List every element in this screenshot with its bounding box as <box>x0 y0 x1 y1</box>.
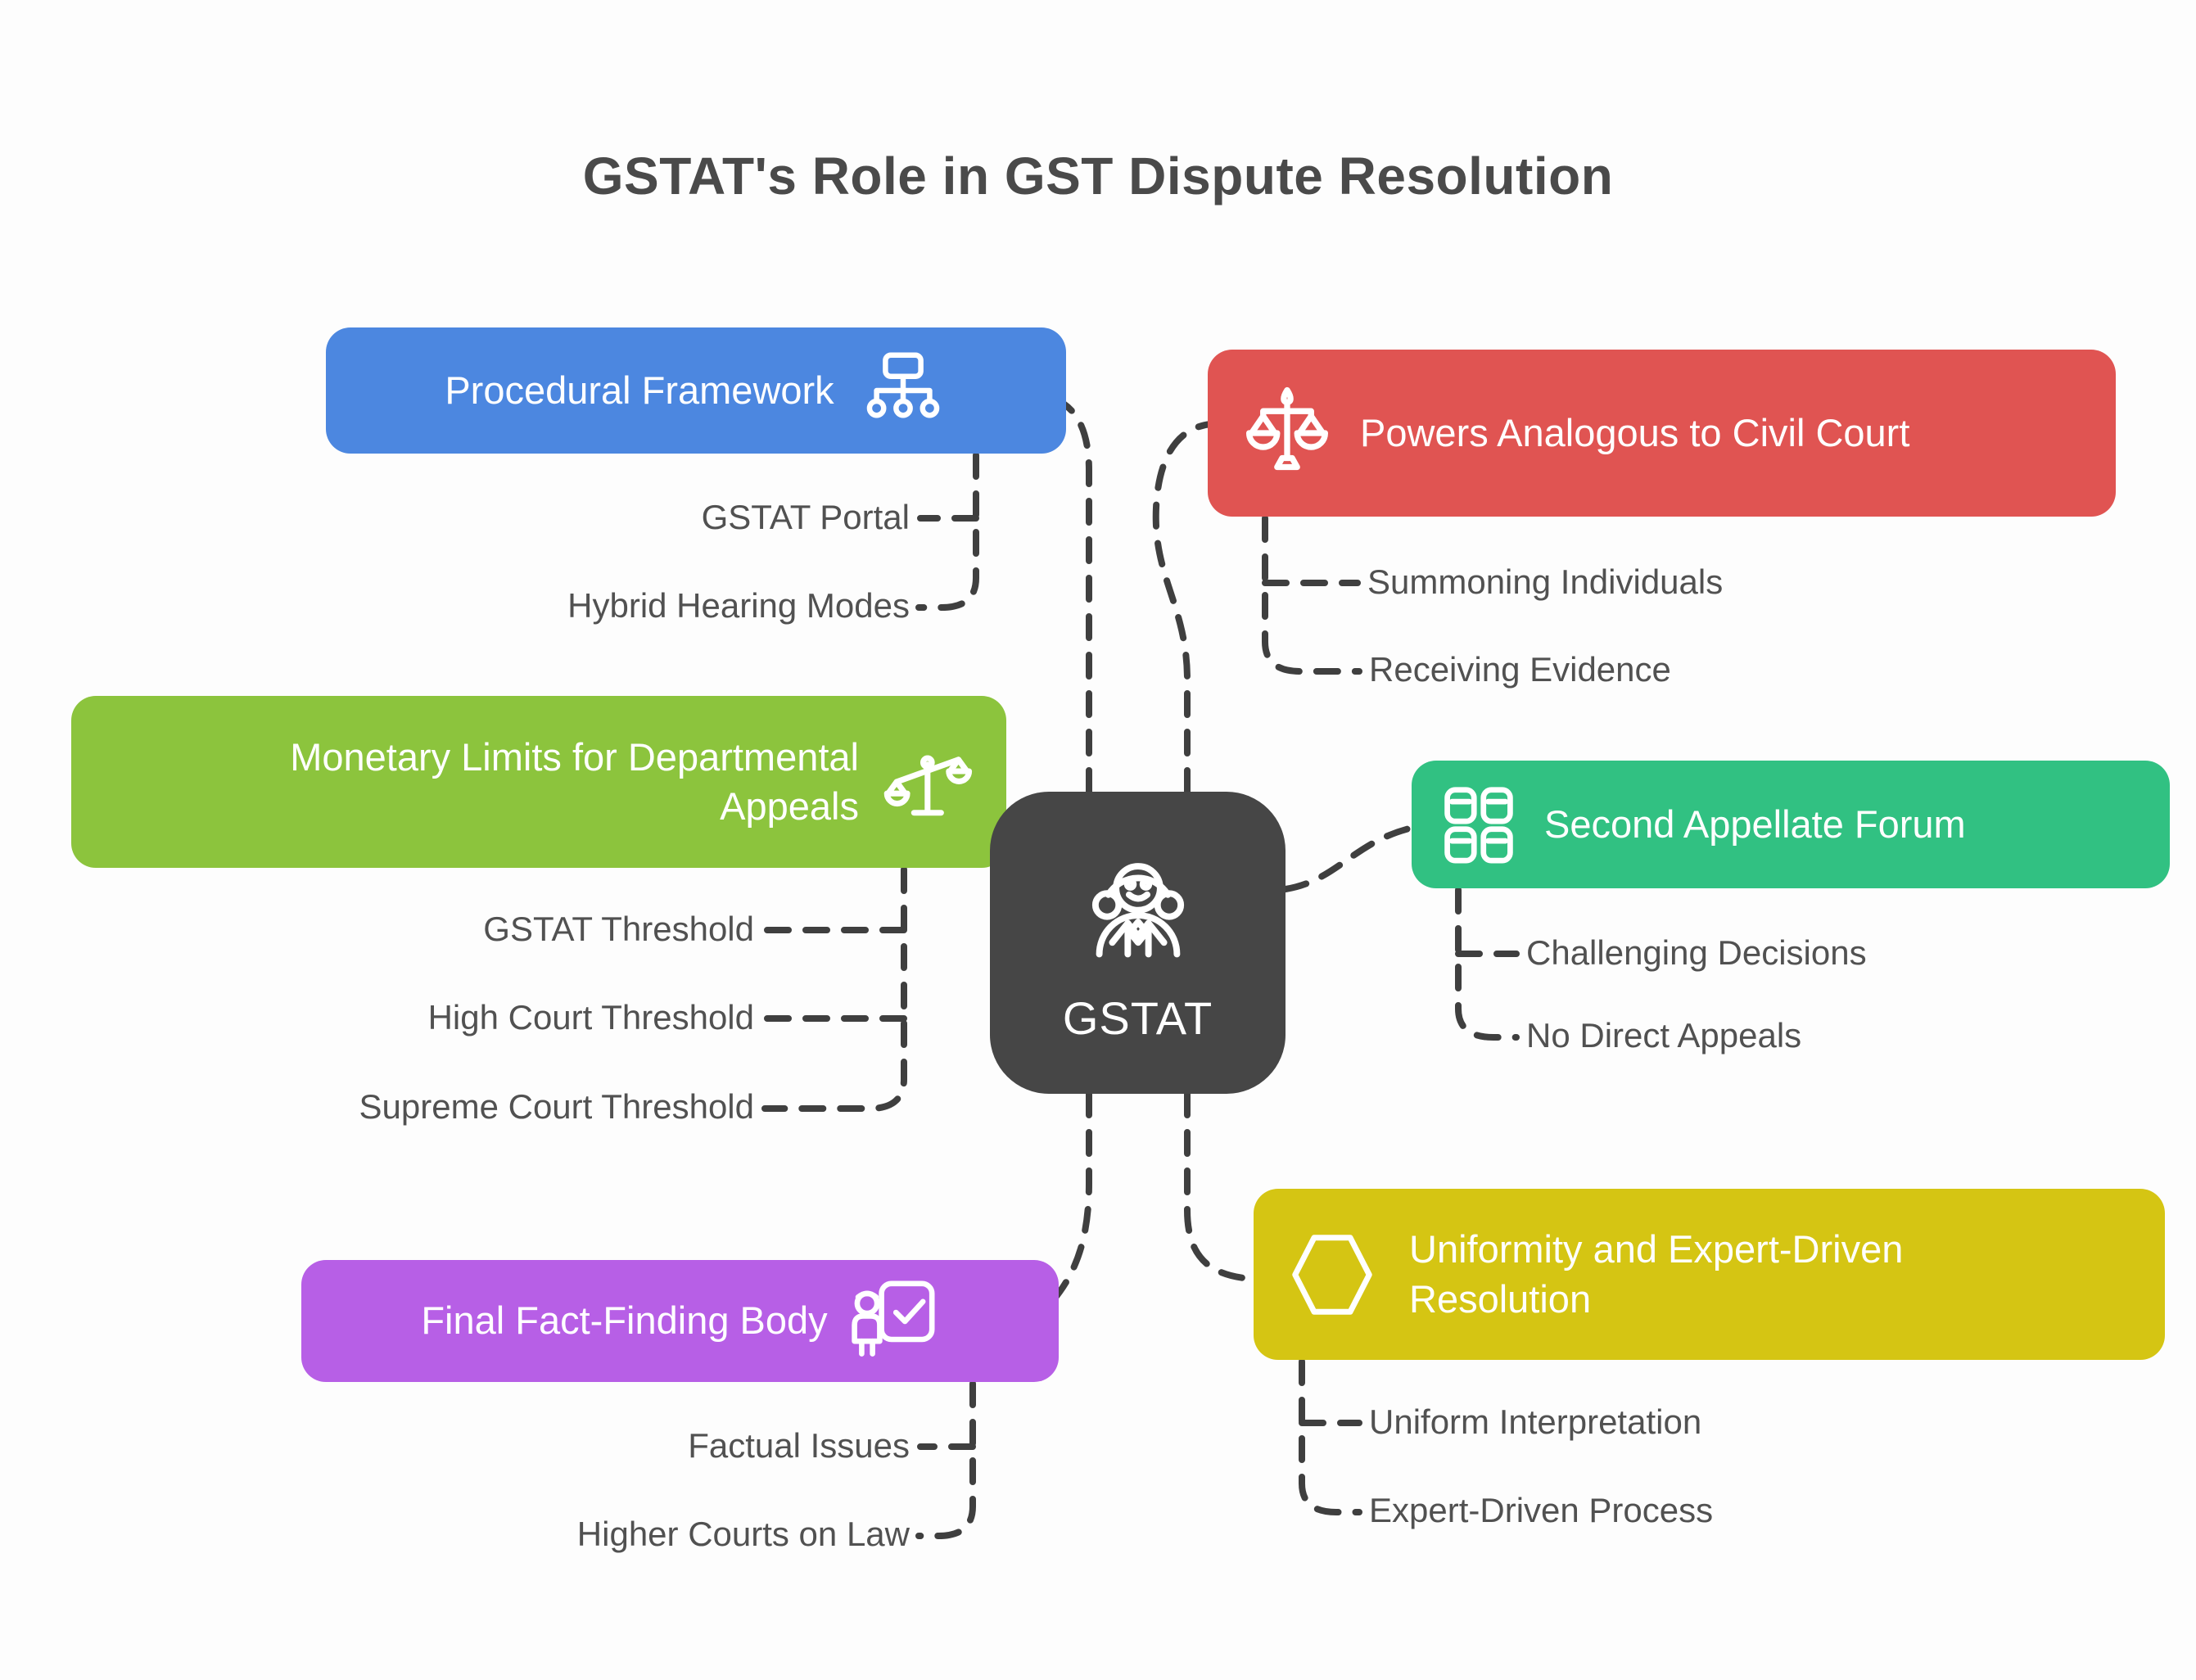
leaf-higher-courts-on-law: Higher Courts on Law <box>576 1515 910 1553</box>
branch-monetary-limits: Monetary Limits for Departmental Appeals <box>71 696 1006 868</box>
judge-icon <box>1073 842 1203 975</box>
branch-powers-civil-court: Powers Analogous to Civil Court <box>1208 350 2116 517</box>
leaf-high-court-threshold: High Court Threshold <box>427 998 754 1036</box>
branch-uniformity-expert-label: Uniformity and Expert-Driven Resolution <box>1409 1227 1904 1321</box>
connector-center-to-procedural <box>1030 391 1092 795</box>
person-check-icon <box>849 1276 939 1366</box>
leaf-hybrid-hearing-modes: Hybrid Hearing Modes <box>567 586 910 625</box>
connector-factfinding-leaves <box>915 1380 976 1539</box>
leaf-receiving-evidence: Receiving Evidence <box>1369 650 1671 689</box>
leaf-no-direct-appeals: No Direct Appeals <box>1526 1016 1802 1055</box>
branch-second-appellate-forum: Second Appellate Forum <box>1412 761 2170 888</box>
leaf-gstat-portal: GSTAT Portal <box>701 498 910 536</box>
grid-cards-icon <box>1439 784 1518 865</box>
connector-center-to-factfinding <box>1031 1091 1092 1323</box>
branch-procedural-framework: Procedural Framework <box>326 327 1066 454</box>
leaf-challenging-decisions: Challenging Decisions <box>1526 933 1867 972</box>
branch-monetary-limits-label: Monetary Limits for Departmental Appeals <box>290 734 859 828</box>
branch-final-fact-finding: Final Fact-Finding Body <box>301 1260 1059 1382</box>
leaf-gstat-threshold: GSTAT Threshold <box>483 910 754 948</box>
leaf-uniform-interpretation: Uniform Interpretation <box>1369 1402 1702 1441</box>
branch-final-fact-finding-label: Final Fact-Finding Body <box>421 1298 828 1343</box>
branch-uniformity-expert: Uniformity and Expert-Driven Resolution <box>1254 1189 2165 1360</box>
page-title: GSTAT's Role in GST Dispute Resolution <box>582 147 1614 205</box>
connector-center-to-uniformity <box>1184 1091 1254 1282</box>
hexagon-icon <box>1285 1227 1380 1322</box>
connector-procedural-leaves <box>915 452 979 611</box>
leaf-factual-issues: Factual Issues <box>688 1426 910 1465</box>
branch-procedural-framework-label: Procedural Framework <box>445 368 834 412</box>
tilted-scales-icon <box>880 734 977 830</box>
connector-center-to-appellate <box>1282 825 1412 892</box>
connector-appellate-leaves <box>1455 887 1520 1041</box>
connector-monetary-leaves <box>761 866 907 1112</box>
connector-center-to-powers <box>1152 421 1213 795</box>
leaf-expert-driven-process: Expert-Driven Process <box>1369 1491 1714 1529</box>
leaf-summoning-individuals: Summoning Individuals <box>1367 562 1724 601</box>
connector-powers-leaves <box>1262 515 1362 675</box>
center-node-gstat: GSTAT <box>990 792 1286 1094</box>
center-node-label: GSTAT <box>1062 991 1213 1044</box>
branch-second-appellate-forum-label: Second Appellate Forum <box>1544 802 1966 846</box>
branch-powers-civil-court-label: Powers Analogous to Civil Court <box>1360 410 1910 454</box>
connector-uniformity-leaves <box>1299 1358 1362 1515</box>
scales-icon <box>1237 383 1337 483</box>
leaf-supreme-court-threshold: Supreme Court Threshold <box>359 1087 754 1126</box>
hierarchy-icon <box>859 346 947 435</box>
